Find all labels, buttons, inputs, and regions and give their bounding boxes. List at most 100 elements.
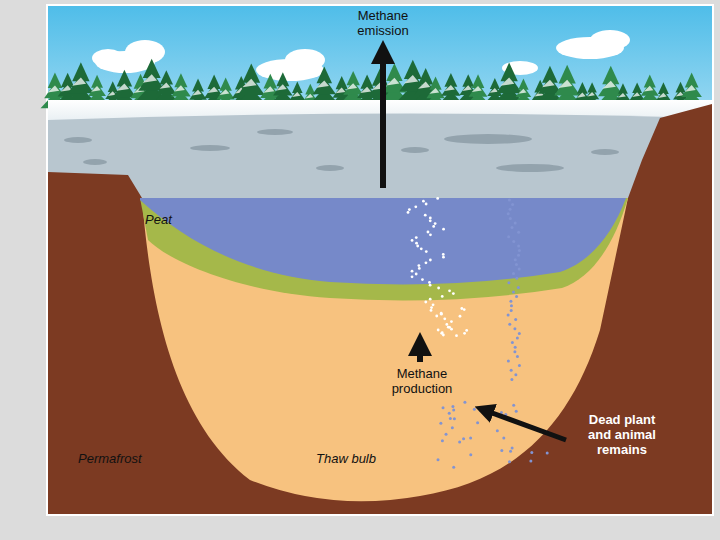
tree-crown (644, 75, 656, 88)
methane-bubble (508, 199, 511, 202)
tree-snow (632, 92, 640, 97)
methane-bubble (420, 247, 423, 250)
tree-snow (490, 88, 498, 93)
methane-bubble (429, 259, 432, 262)
methane-bubble (529, 460, 532, 463)
tree-crown (192, 79, 204, 92)
methane-bubble (515, 295, 518, 298)
tree-snow (264, 86, 275, 92)
methane-bubble (515, 263, 518, 266)
tree-crown (108, 81, 118, 92)
layer-label: Peat (145, 212, 172, 227)
methane-bubble (450, 328, 453, 331)
methane-bubble (507, 235, 510, 238)
methane-bubble (462, 437, 465, 440)
methane-bubble (465, 329, 468, 332)
methane-bubble (476, 421, 479, 424)
methane-bubble (513, 327, 516, 330)
remains-arrow (484, 410, 566, 440)
methane-bubble (418, 267, 421, 270)
tree-snow (472, 86, 482, 92)
methane-bubble (514, 346, 517, 349)
methane-bubble (442, 253, 445, 256)
methane-bubble (460, 307, 463, 310)
methane-bubble (442, 406, 445, 409)
methane-bubble (435, 315, 438, 318)
tree-snow (429, 88, 439, 94)
methane-bubble (411, 239, 414, 242)
frame (46, 4, 714, 516)
methane-bubble (452, 292, 455, 295)
ice-patches (64, 129, 619, 172)
methane-bubble (414, 205, 417, 208)
tree-snow (644, 86, 654, 92)
methane-bubble (451, 426, 454, 429)
methane-bubble (507, 360, 510, 363)
tree-snow (143, 74, 157, 83)
methane-bubble (509, 300, 512, 303)
tree-crown (276, 72, 289, 86)
methane-bubble (511, 203, 514, 206)
methane-bubble (415, 273, 418, 276)
methane-bubble (517, 245, 520, 248)
methane-bubble (415, 236, 418, 239)
methane-bubble (407, 211, 410, 214)
tree-snow (500, 78, 514, 86)
methane-bubble (530, 451, 533, 454)
tree-crown (292, 82, 302, 93)
tree-snow (347, 83, 358, 89)
tree-snow (577, 92, 586, 97)
tree-snow (48, 86, 60, 93)
tree-crown (207, 74, 220, 88)
methane-bubble (473, 408, 476, 411)
methane-bubble (434, 222, 437, 225)
tree-crown (347, 71, 360, 85)
methane-bubble (453, 417, 456, 420)
methane-bubble (512, 272, 515, 275)
methane-bubble (449, 417, 452, 420)
tree-crown (61, 73, 74, 87)
methane-bubble (442, 228, 445, 231)
methane-bubble (421, 278, 424, 281)
methane-bubble (510, 369, 513, 372)
methane-bubble (463, 332, 466, 335)
methane-bubble (437, 458, 440, 461)
methane-bubble (510, 378, 513, 381)
methane-bubble (440, 313, 443, 316)
tree-snow (386, 78, 399, 86)
tree-crown (472, 74, 485, 88)
tree-crown (658, 82, 669, 94)
methane-bubble (442, 334, 445, 337)
methane-bubble (509, 450, 512, 453)
layer-label: Thaw bulb (316, 451, 376, 466)
methane-bubble (512, 291, 515, 294)
methane-bubble (511, 226, 514, 229)
methane-bubble (425, 261, 428, 264)
methane-bubble (441, 439, 444, 442)
lake-water (140, 198, 626, 284)
tree-crown (336, 76, 348, 89)
methane-bubble (502, 436, 505, 439)
methane-bubble (424, 301, 427, 304)
tree-snow (317, 80, 329, 87)
methane-bubble (429, 219, 432, 222)
tree-snow (276, 84, 286, 90)
tree-snow (220, 89, 230, 95)
methane-bubble (422, 200, 425, 203)
tree-snow (207, 87, 218, 93)
tree-snow (462, 85, 471, 91)
tree-snow (292, 92, 300, 97)
methane-bubble (514, 318, 517, 321)
methane-bubble (514, 373, 517, 376)
emission-label: Methane emission (340, 8, 426, 38)
methane-bubble (500, 449, 503, 452)
methane-bubble (510, 309, 513, 312)
methane-bubble (459, 315, 462, 318)
methane-bubble (411, 275, 414, 278)
tree-crown (577, 82, 588, 94)
methane-bubble (441, 295, 444, 298)
methane-bubble (496, 429, 499, 432)
methane-bubble (517, 286, 520, 289)
methane-bubble (507, 281, 510, 284)
